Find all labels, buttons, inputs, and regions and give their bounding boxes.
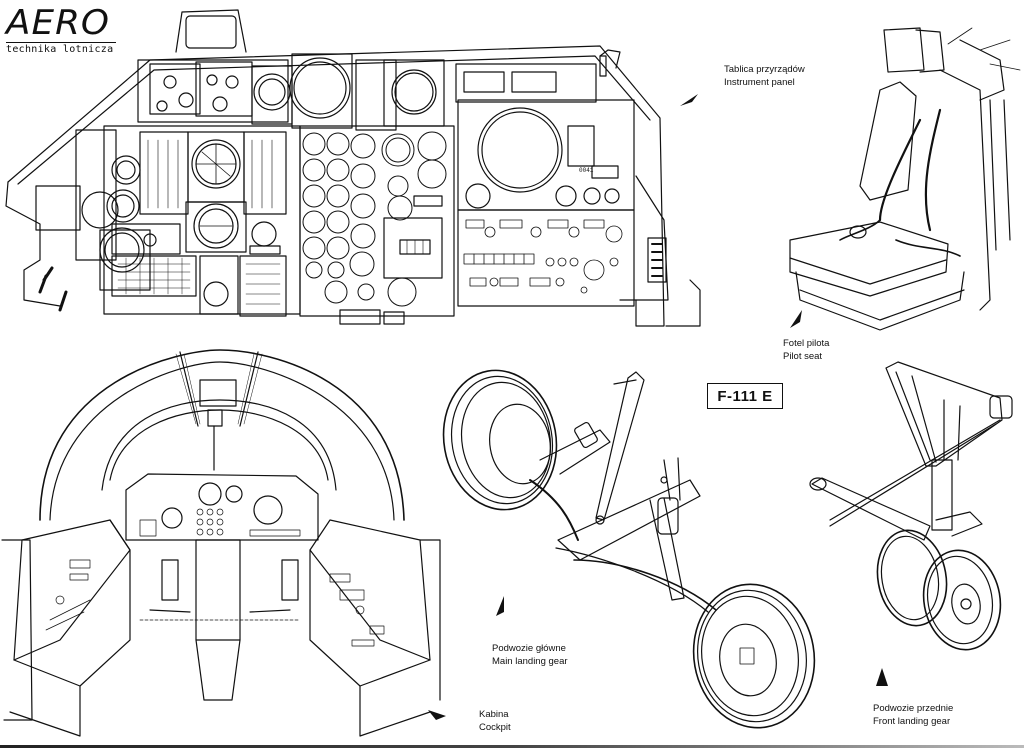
callout-polish: Kabina — [479, 709, 509, 720]
cockpit-drawing — [1, 349, 441, 737]
callout-english: Front landing gear — [873, 716, 951, 727]
callout-english: Cockpit — [479, 722, 511, 733]
cockpit-arrow-icon — [428, 710, 446, 720]
front-landing-gear-arrow-icon — [876, 668, 888, 686]
instrument-panel-drawing — [5, 9, 701, 327]
callout-pilot-seat: Fotel pilota Pilot seat — [783, 337, 829, 363]
logo-subtitle: technika lotnicza — [6, 42, 116, 55]
callout-instrument-panel: Tablica przyrządów Instrument panel — [724, 63, 805, 89]
callout-polish: Podwozie przednie — [873, 703, 954, 714]
callout-front-landing-gear: Podwozie przednie Front landing gear — [873, 702, 953, 728]
instrument-panel-arrow-icon — [680, 94, 698, 106]
callout-english: Instrument panel — [724, 77, 795, 88]
main-landing-gear-drawing — [442, 369, 816, 729]
front-landing-gear-drawing — [809, 361, 1013, 651]
pilot-seat-drawing — [789, 27, 1021, 331]
callout-polish: Podwozie główne — [492, 643, 566, 654]
publisher-logo: AERO technika lotnicza — [6, 6, 116, 55]
callout-polish: Fotel pilota — [783, 338, 830, 349]
logo-word: AERO — [6, 3, 111, 43]
main-landing-gear-arrow-icon — [496, 596, 504, 616]
counter-readout: 0041 — [579, 167, 594, 174]
bottom-divider — [0, 745, 1024, 748]
callout-english: Main landing gear — [492, 656, 568, 667]
aircraft-designation-label: F-111 E — [707, 383, 783, 409]
callout-cockpit: Kabina Cockpit — [479, 708, 511, 734]
pilot-seat-arrow-icon — [790, 310, 802, 328]
callout-english: Pilot seat — [783, 351, 823, 362]
callout-polish: Tablica przyrządów — [724, 64, 805, 75]
callout-main-landing-gear: Podwozie główne Main landing gear — [492, 642, 568, 668]
